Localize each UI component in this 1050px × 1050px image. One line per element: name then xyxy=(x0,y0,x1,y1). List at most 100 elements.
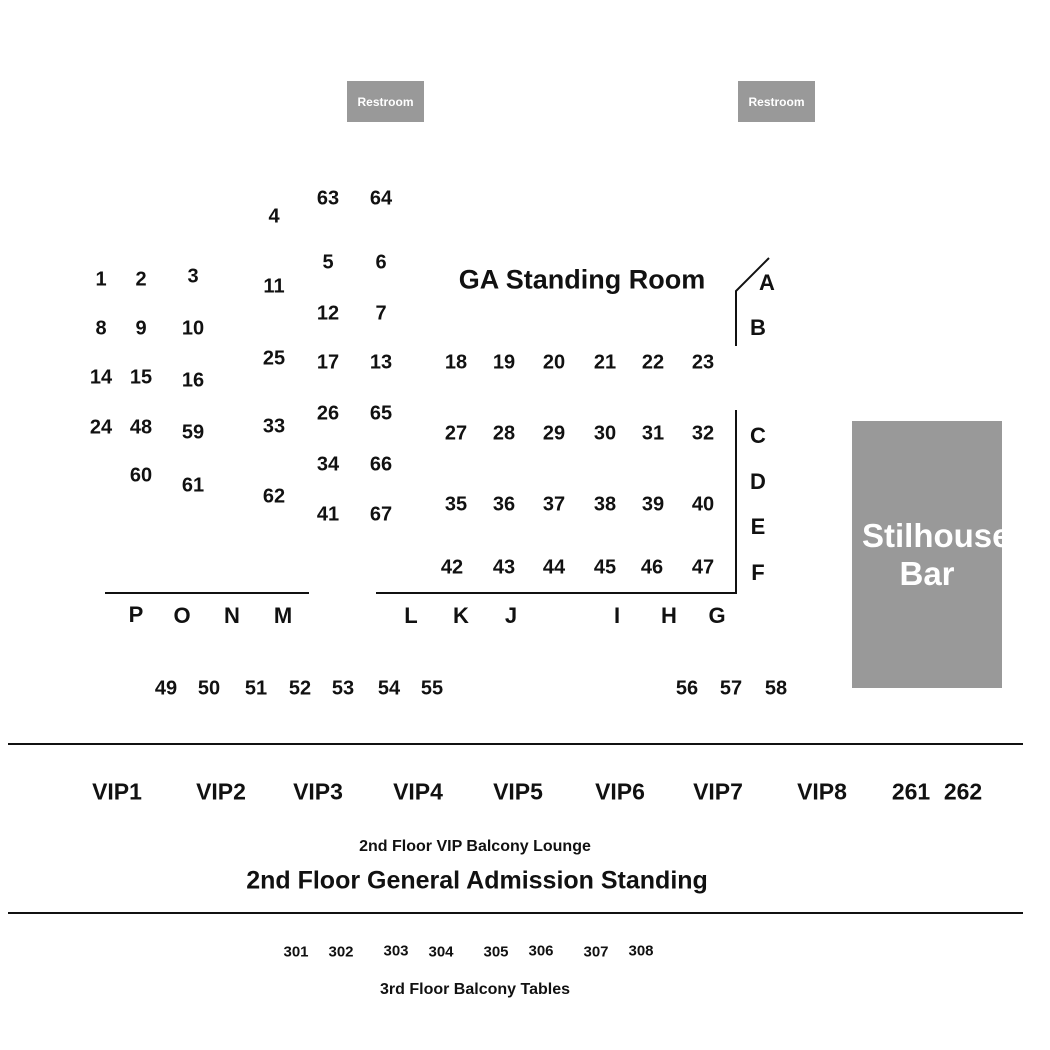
table-48: 48 xyxy=(129,416,153,439)
balcony-table-307: 307 xyxy=(583,943,609,961)
table-32: 32 xyxy=(691,422,715,445)
table-53: 53 xyxy=(331,677,355,700)
vip-balcony-lounge-label: 2nd Floor VIP Balcony Lounge xyxy=(359,838,591,855)
row-label-n: N xyxy=(224,603,240,628)
row-label-j: J xyxy=(504,603,518,628)
table-51: 51 xyxy=(244,677,268,700)
table-35: 35 xyxy=(444,493,468,516)
ga-standing-room-label: GA Standing Room xyxy=(458,264,706,295)
ga-standing-2nd-floor-label: 2nd Floor General Admission Standing xyxy=(246,866,708,895)
table-1: 1 xyxy=(95,268,107,291)
table-63: 63 xyxy=(316,187,340,210)
table-56: 56 xyxy=(675,677,699,700)
table-14: 14 xyxy=(89,366,113,389)
table-50: 50 xyxy=(197,677,221,700)
balcony-table-305: 305 xyxy=(483,943,509,961)
table-38: 38 xyxy=(593,493,617,516)
table-43: 43 xyxy=(492,556,516,579)
table-5: 5 xyxy=(322,251,334,274)
table-4: 4 xyxy=(268,205,280,228)
table-18: 18 xyxy=(444,351,468,374)
row-label-m: M xyxy=(273,603,293,628)
table-52: 52 xyxy=(288,677,312,700)
table-39: 39 xyxy=(641,493,665,516)
table-20: 20 xyxy=(542,351,566,374)
table-3: 3 xyxy=(187,265,199,288)
table-29: 29 xyxy=(542,422,566,445)
vip-section-vip5: VIP5 xyxy=(493,778,543,805)
table-41: 41 xyxy=(316,503,340,526)
table-2: 2 xyxy=(135,268,147,291)
ga-boundary-upper xyxy=(735,257,770,346)
table-61: 61 xyxy=(181,474,205,497)
table-23: 23 xyxy=(691,351,715,374)
table-55: 55 xyxy=(420,677,444,700)
table-19: 19 xyxy=(492,351,516,374)
vip-section-vip7: VIP7 xyxy=(693,778,743,805)
table-47: 47 xyxy=(691,556,715,579)
table-36: 36 xyxy=(492,493,516,516)
restroom-left: Restroom xyxy=(347,81,424,122)
table-34: 34 xyxy=(316,453,340,476)
bar-label: Stilhouse Bar xyxy=(862,516,1011,592)
table-22: 22 xyxy=(641,351,665,374)
vip-section-262: 262 xyxy=(943,778,983,805)
table-62: 62 xyxy=(262,485,286,508)
table-46: 46 xyxy=(640,556,664,579)
vip-section-vip4: VIP4 xyxy=(393,778,443,805)
row-label-d: D xyxy=(750,469,766,494)
table-16: 16 xyxy=(181,369,205,392)
balcony-table-304: 304 xyxy=(428,943,454,961)
row-label-b: B xyxy=(750,315,766,340)
table-45: 45 xyxy=(593,556,617,579)
row-label-g: G xyxy=(708,603,726,628)
table-28: 28 xyxy=(492,422,516,445)
table-9: 9 xyxy=(135,317,147,340)
table-49: 49 xyxy=(154,677,178,700)
table-6: 6 xyxy=(375,251,387,274)
table-42: 42 xyxy=(440,556,464,579)
table-37: 37 xyxy=(542,493,566,516)
table-31: 31 xyxy=(641,422,665,445)
table-15: 15 xyxy=(129,366,153,389)
3rd-floor-balcony-caption: 3rd Floor Balcony Tables xyxy=(380,981,570,998)
restroom-right: Restroom xyxy=(738,81,815,122)
table-27: 27 xyxy=(444,422,468,445)
row-label-e: E xyxy=(750,514,766,539)
table-26: 26 xyxy=(316,402,340,425)
stilhouse-bar: Stilhouse Bar xyxy=(852,421,1011,688)
row-label-k: K xyxy=(453,603,469,628)
table-59: 59 xyxy=(181,421,205,444)
vip-section-vip1: VIP1 xyxy=(92,778,142,805)
vip-section-261: 261 xyxy=(891,778,931,805)
balcony-table-308: 308 xyxy=(628,942,654,960)
balcony-table-301: 301 xyxy=(283,943,309,961)
table-21: 21 xyxy=(593,351,617,374)
table-12: 12 xyxy=(316,302,340,325)
table-66: 66 xyxy=(369,453,393,476)
vip-section-vip3: VIP3 xyxy=(293,778,343,805)
balcony-table-303: 303 xyxy=(383,942,409,960)
vip-section-vip6: VIP6 xyxy=(595,778,645,805)
table-67: 67 xyxy=(369,503,393,526)
table-40: 40 xyxy=(691,493,715,516)
table-57: 57 xyxy=(719,677,743,700)
table-10: 10 xyxy=(181,317,205,340)
ga-boundary-lower xyxy=(376,410,737,594)
table-33: 33 xyxy=(262,415,286,438)
table-24: 24 xyxy=(89,416,113,439)
row-label-o: O xyxy=(173,603,191,628)
row-label-c: C xyxy=(750,423,766,448)
row-label-f: F xyxy=(751,560,765,585)
table-54: 54 xyxy=(377,677,401,700)
row-label-h: H xyxy=(661,603,677,628)
table-11: 11 xyxy=(263,275,285,298)
table-64: 64 xyxy=(369,187,393,210)
balcony-table-306: 306 xyxy=(528,942,554,960)
table-60: 60 xyxy=(129,464,153,487)
table-8: 8 xyxy=(95,317,107,340)
vip-section-vip8: VIP8 xyxy=(797,778,847,805)
row-label-i: I xyxy=(613,603,621,628)
table-17: 17 xyxy=(316,351,340,374)
